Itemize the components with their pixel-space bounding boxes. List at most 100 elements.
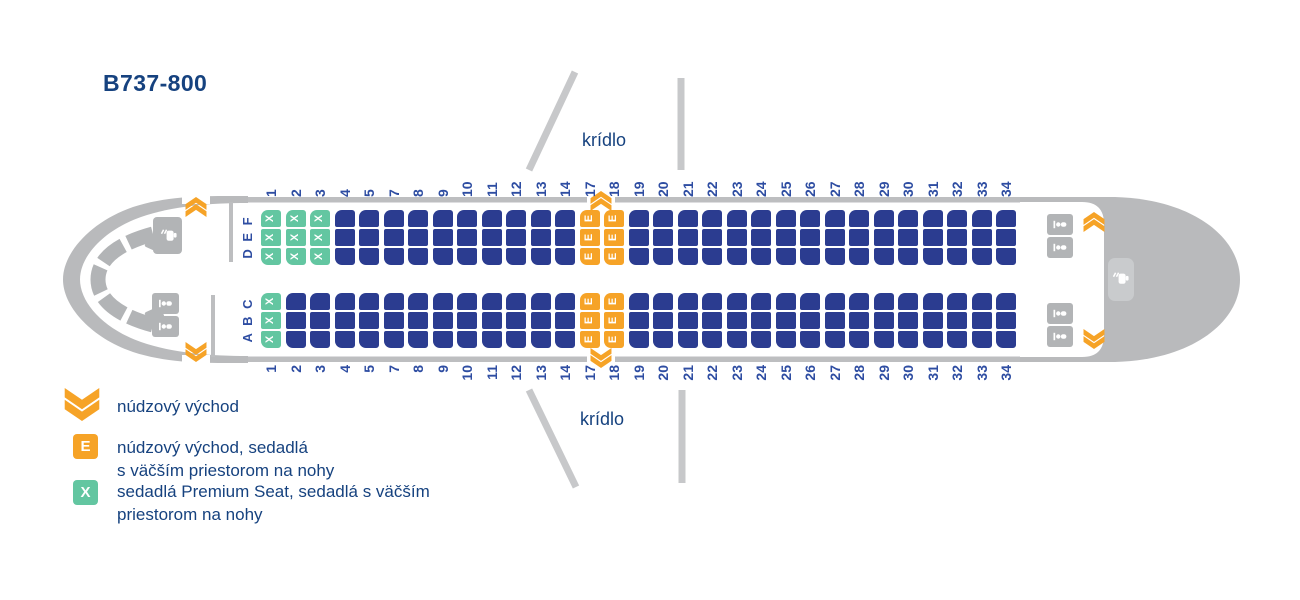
- seat-13D: [530, 248, 551, 265]
- seat-11B: [481, 312, 502, 329]
- seat-30A: [898, 331, 918, 348]
- seat-22F: [702, 210, 722, 227]
- col-11-number-top: 11: [483, 182, 500, 197]
- seat-14C: [555, 293, 575, 310]
- col-32-number-top: 32: [949, 181, 965, 197]
- seat-9D: [432, 248, 453, 265]
- seat-4B: [334, 312, 355, 329]
- col-19-number-top: 19: [630, 181, 647, 197]
- seat-glyph: X: [289, 214, 301, 223]
- seat-34E: [996, 229, 1016, 246]
- col-14-number-top: 14: [557, 181, 573, 197]
- fuselage-wall-bottom: [238, 356, 1020, 362]
- seat-23B: [726, 312, 747, 329]
- seat-glyph: X: [289, 252, 301, 261]
- seat-28B: [849, 312, 869, 329]
- seat-12D: [506, 248, 526, 265]
- col-5-number-top: 5: [361, 189, 377, 197]
- col-1-number-bottom: 1: [263, 365, 279, 373]
- lavatory-block-front: [152, 293, 179, 337]
- seat-14E: [555, 229, 575, 246]
- seat-8B: [408, 312, 428, 329]
- seat-32C: [947, 293, 967, 310]
- seat-1E: X: [261, 229, 281, 246]
- seat-33B: [971, 312, 992, 329]
- col-20-number-bottom: 20: [655, 365, 671, 381]
- seat-19F: [628, 210, 649, 227]
- seat-17F: E: [579, 210, 600, 227]
- seat-glyph: E: [583, 335, 595, 344]
- seat-1D: X: [261, 248, 281, 265]
- seat-30E: [898, 229, 918, 246]
- col-21-number-bottom: 21: [679, 365, 696, 381]
- seat-33F: [971, 210, 992, 227]
- seat-18C: E: [604, 293, 624, 310]
- seat-29E: [873, 229, 894, 246]
- col-27-number-top: 27: [826, 181, 843, 197]
- galley-block-rear: [1108, 258, 1134, 301]
- col-9-number-bottom: 9: [434, 365, 451, 373]
- seat-glyph: E: [583, 214, 595, 223]
- seat-33E: [971, 229, 992, 246]
- seat-31D: [922, 248, 943, 265]
- seat-26A: [800, 331, 820, 348]
- col-33-number-bottom: 33: [973, 365, 990, 381]
- seat-glyph: X: [313, 214, 326, 223]
- nose-interior: [80, 203, 248, 356]
- seat-13C: [530, 293, 551, 310]
- seat-12E: [506, 229, 526, 246]
- seat-12B: [506, 312, 526, 329]
- seat-19D: [628, 248, 649, 265]
- col-28-number-bottom: 28: [851, 365, 867, 381]
- seat-26F: [800, 210, 820, 227]
- seat-5E: [359, 229, 379, 246]
- seat-22D: [702, 248, 722, 265]
- seat-22C: [702, 293, 722, 310]
- seat-glyph: X: [264, 297, 277, 306]
- col-25-number-top: 25: [777, 181, 794, 197]
- seat-31F: [922, 210, 943, 227]
- seat-9A: [432, 331, 453, 348]
- seat-11C: [481, 293, 502, 310]
- seat-11F: [481, 210, 502, 227]
- col-29-number-bottom: 29: [875, 365, 892, 381]
- seat-glyph: E: [607, 233, 620, 242]
- bulkhead-front-bottom: [211, 295, 215, 357]
- seat-8F: [408, 210, 428, 227]
- seat-23F: [726, 210, 747, 227]
- seat-25A: [775, 331, 796, 348]
- seat-17E: E: [579, 229, 600, 246]
- seat-28D: [849, 248, 869, 265]
- seat-29A: [873, 331, 894, 348]
- legend-label-premium-seats: sedadlá Premium Seat, sedadlá s väčším p…: [117, 480, 430, 526]
- seat-12F: [506, 210, 526, 227]
- seat-7D: [383, 248, 404, 265]
- legend-label-premium-seats-line1: sedadlá Premium Seat, sedadlá s väčším: [117, 482, 430, 501]
- seat-1C: X: [261, 293, 281, 310]
- seat-26B: [800, 312, 820, 329]
- wing-leading-edge-top: [525, 70, 579, 172]
- seat-18A: E: [604, 331, 624, 348]
- seat-glyph: E: [583, 252, 595, 261]
- seat-25F: [775, 210, 796, 227]
- col-17-number-bottom: 17: [581, 365, 598, 381]
- col-24-number-bottom: 24: [753, 365, 769, 381]
- lavatory-block-rear-bottom: [1047, 303, 1073, 347]
- seat-17C: E: [579, 293, 600, 310]
- fuselage-wall-top: [238, 197, 1020, 203]
- seat-glyph: E: [583, 233, 595, 242]
- col-18-number-bottom: 18: [606, 365, 622, 381]
- col-30-number-top: 30: [900, 181, 916, 197]
- col-31-number-bottom: 31: [924, 365, 941, 381]
- seat-26D: [800, 248, 820, 265]
- seat-31E: [922, 229, 943, 246]
- seat-20C: [653, 293, 673, 310]
- col-22-number-top: 22: [704, 181, 720, 197]
- col-5-number-bottom: 5: [361, 365, 377, 373]
- seat-glyph: X: [264, 252, 277, 261]
- col-10-number-top: 10: [459, 181, 475, 197]
- seat-30D: [898, 248, 918, 265]
- seat-23A: [726, 331, 747, 348]
- col-12-number-bottom: 12: [508, 365, 524, 381]
- seat-33A: [971, 331, 992, 348]
